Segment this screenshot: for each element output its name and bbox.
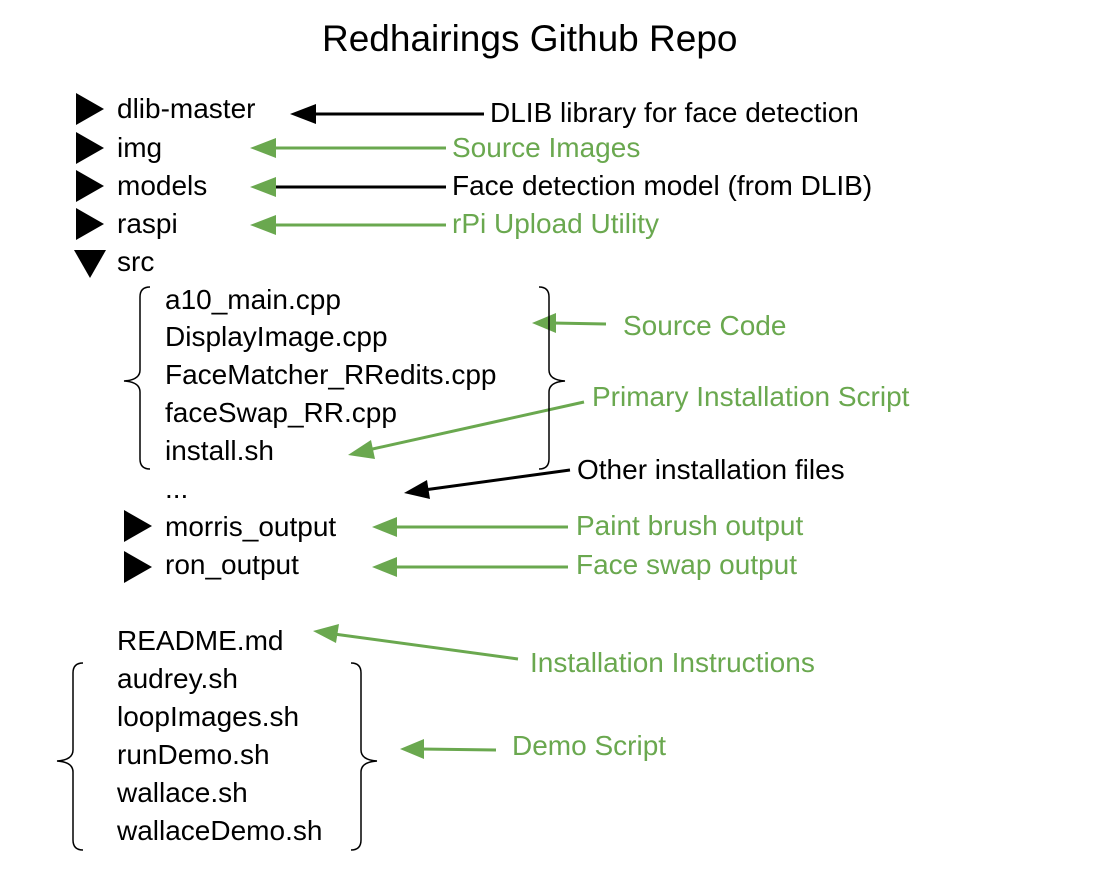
- arrow-raspi: [250, 215, 446, 235]
- annotation-install-instructions: Installation Instructions: [530, 647, 815, 678]
- file-readme: README.md: [117, 625, 284, 656]
- arrow-dlib: [290, 104, 484, 124]
- folder-morris-output: morris_output: [165, 511, 337, 542]
- file-wallacedemo-sh: wallaceDemo.sh: [117, 815, 323, 846]
- collapsed-folder-icon: [124, 551, 152, 583]
- file-ellipsis: ...: [165, 473, 189, 504]
- file-loopimages-sh: loopImages.sh: [117, 701, 300, 732]
- annotation-paint-brush: Paint brush output: [576, 510, 804, 541]
- expanded-folder-icon: [74, 250, 106, 278]
- annotation-img: Source Images: [452, 132, 641, 163]
- file-facematcher: FaceMatcher_RRedits.cpp: [165, 359, 497, 390]
- annotation-other-install: Other installation files: [577, 454, 845, 485]
- collapsed-folder-icon: [76, 170, 104, 202]
- arrow-models: [250, 177, 446, 197]
- diagram-title: Redhairings Github Repo: [322, 18, 738, 59]
- left-brace-demo: [56, 662, 84, 851]
- annotation-models: Face detection model (from DLIB): [452, 170, 873, 201]
- arrow-install-instructions: [313, 624, 519, 661]
- file-faceswap: faceSwap_RR.cpp: [165, 397, 397, 428]
- annotation-face-swap: Face swap output: [576, 549, 798, 580]
- collapsed-folder-icon: [76, 93, 104, 125]
- annotation-install-script: Primary Installation Script: [592, 381, 910, 412]
- file-audrey-sh: audrey.sh: [117, 663, 238, 694]
- annotation-dlib: DLIB library for face detection: [490, 97, 859, 128]
- arrow-demo-script: [400, 739, 497, 759]
- folder-dlib-master: dlib-master: [117, 93, 256, 124]
- file-displayimage: DisplayImage.cpp: [165, 321, 388, 352]
- annotation-demo-script: Demo Script: [512, 730, 667, 761]
- folder-src: src: [117, 246, 155, 277]
- collapsed-folder-icon: [76, 208, 104, 240]
- collapsed-folder-icon: [76, 132, 104, 164]
- left-brace-src: [123, 286, 151, 470]
- folder-img: img: [117, 132, 163, 163]
- arrow-paint-brush: [372, 517, 568, 537]
- right-brace-src: [538, 286, 566, 470]
- file-wallace-sh: wallace.sh: [117, 777, 248, 808]
- folder-raspi: raspi: [117, 208, 178, 239]
- folder-ron-output: ron_output: [165, 549, 299, 580]
- annotation-raspi: rPi Upload Utility: [452, 208, 659, 239]
- arrow-other-install: [404, 468, 571, 499]
- file-rundemo-sh: runDemo.sh: [117, 739, 270, 770]
- annotation-source-code: Source Code: [623, 310, 787, 341]
- collapsed-folder-icon: [124, 510, 152, 542]
- arrow-source-code: [532, 313, 607, 333]
- folder-models: models: [117, 170, 208, 201]
- arrow-install-script: [348, 400, 585, 459]
- file-a10-main: a10_main.cpp: [165, 284, 341, 315]
- arrow-face-swap: [372, 557, 568, 577]
- right-brace-demo: [350, 662, 378, 851]
- arrow-img: [250, 138, 446, 158]
- file-install-sh: install.sh: [165, 435, 274, 466]
